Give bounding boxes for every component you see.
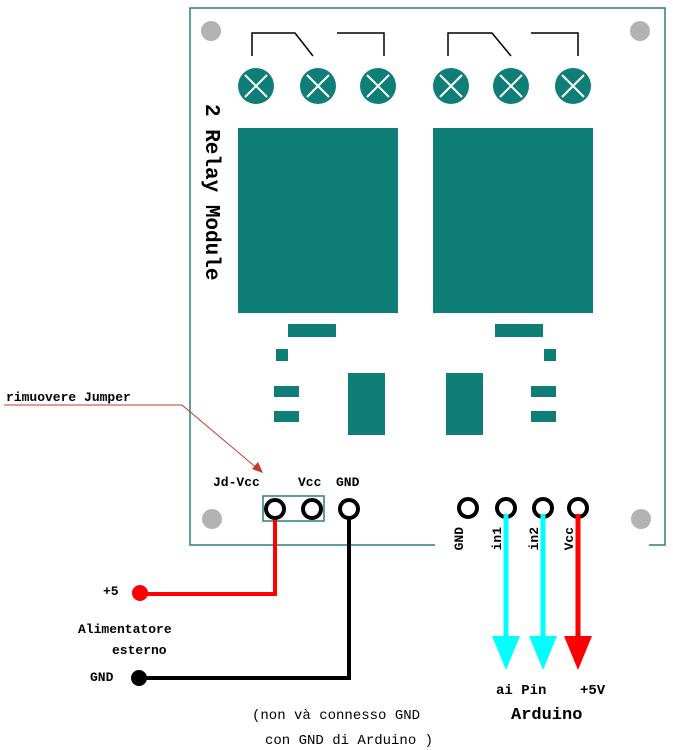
screw-terminal [360,68,396,104]
supply-label-line2: esterno [112,643,167,658]
arduino-label: Arduino [511,706,582,725]
pin-arduino-gnd [457,497,479,519]
label-right-gnd: GND [452,527,467,551]
label-in2: in2 [527,527,542,551]
mounting-hole-top-left [201,21,221,41]
relay-2 [433,128,593,313]
arrow-vcc-head [564,636,592,670]
relay-1 [238,128,398,313]
smd-left-3 [274,411,299,422]
optocoupler-1 [348,373,385,435]
gnd-terminal [131,670,147,686]
label-right-vcc: Vcc [562,527,577,551]
pin-vcc [301,498,323,520]
smd-right-1 [544,349,556,361]
screw-terminal [493,68,529,104]
optocoupler-2 [446,373,483,435]
jumper-note-arrowhead [252,462,263,473]
supply-label-line1: Alimentatore [78,622,172,637]
screw-terminal [555,68,591,104]
screw-terminal [300,68,336,104]
label-in1: in1 [490,527,505,551]
smd-right-3 [531,411,556,422]
plus5v-label: +5V [580,683,606,699]
led-2 [495,324,543,337]
led-1 [288,324,336,337]
plus5-terminal [132,585,148,601]
arrow-in2-head [529,636,557,670]
label-gnd: GND [336,475,360,490]
jumper-note-leader [4,404,259,470]
smd-left-1 [276,349,288,361]
arrow-in1-head [492,636,520,670]
label-jd-vcc: Jd-Vcc [213,475,260,490]
label-vcc: Vcc [298,475,322,490]
plus5-label: +5 [103,584,119,599]
note-line2: con GND di Arduino ) [265,733,433,749]
mounting-hole-bottom-right [631,509,651,529]
relay2-switch-symbol [447,32,579,57]
note-line1: (non và connesso GND [252,708,420,724]
mounting-hole-bottom-left [202,509,222,529]
jumper-note: rimuovere Jumper [6,390,131,405]
screw-terminal [238,68,274,104]
ai-pin-label: ai Pin [496,683,546,699]
screw-terminal [433,68,469,104]
module-title: 2 Relay Module [199,104,222,280]
wire-gnd [143,509,351,680]
smd-left-2 [274,386,299,397]
screw-terminals [238,68,591,104]
gnd-label: GND [90,670,114,685]
smd-right-2 [531,386,556,397]
wire-plus5 [144,509,277,596]
pin-jd-vcc [264,498,286,520]
mounting-hole-top-right [630,21,650,41]
pin-gnd [338,498,360,520]
relay1-switch-symbol [251,32,385,57]
